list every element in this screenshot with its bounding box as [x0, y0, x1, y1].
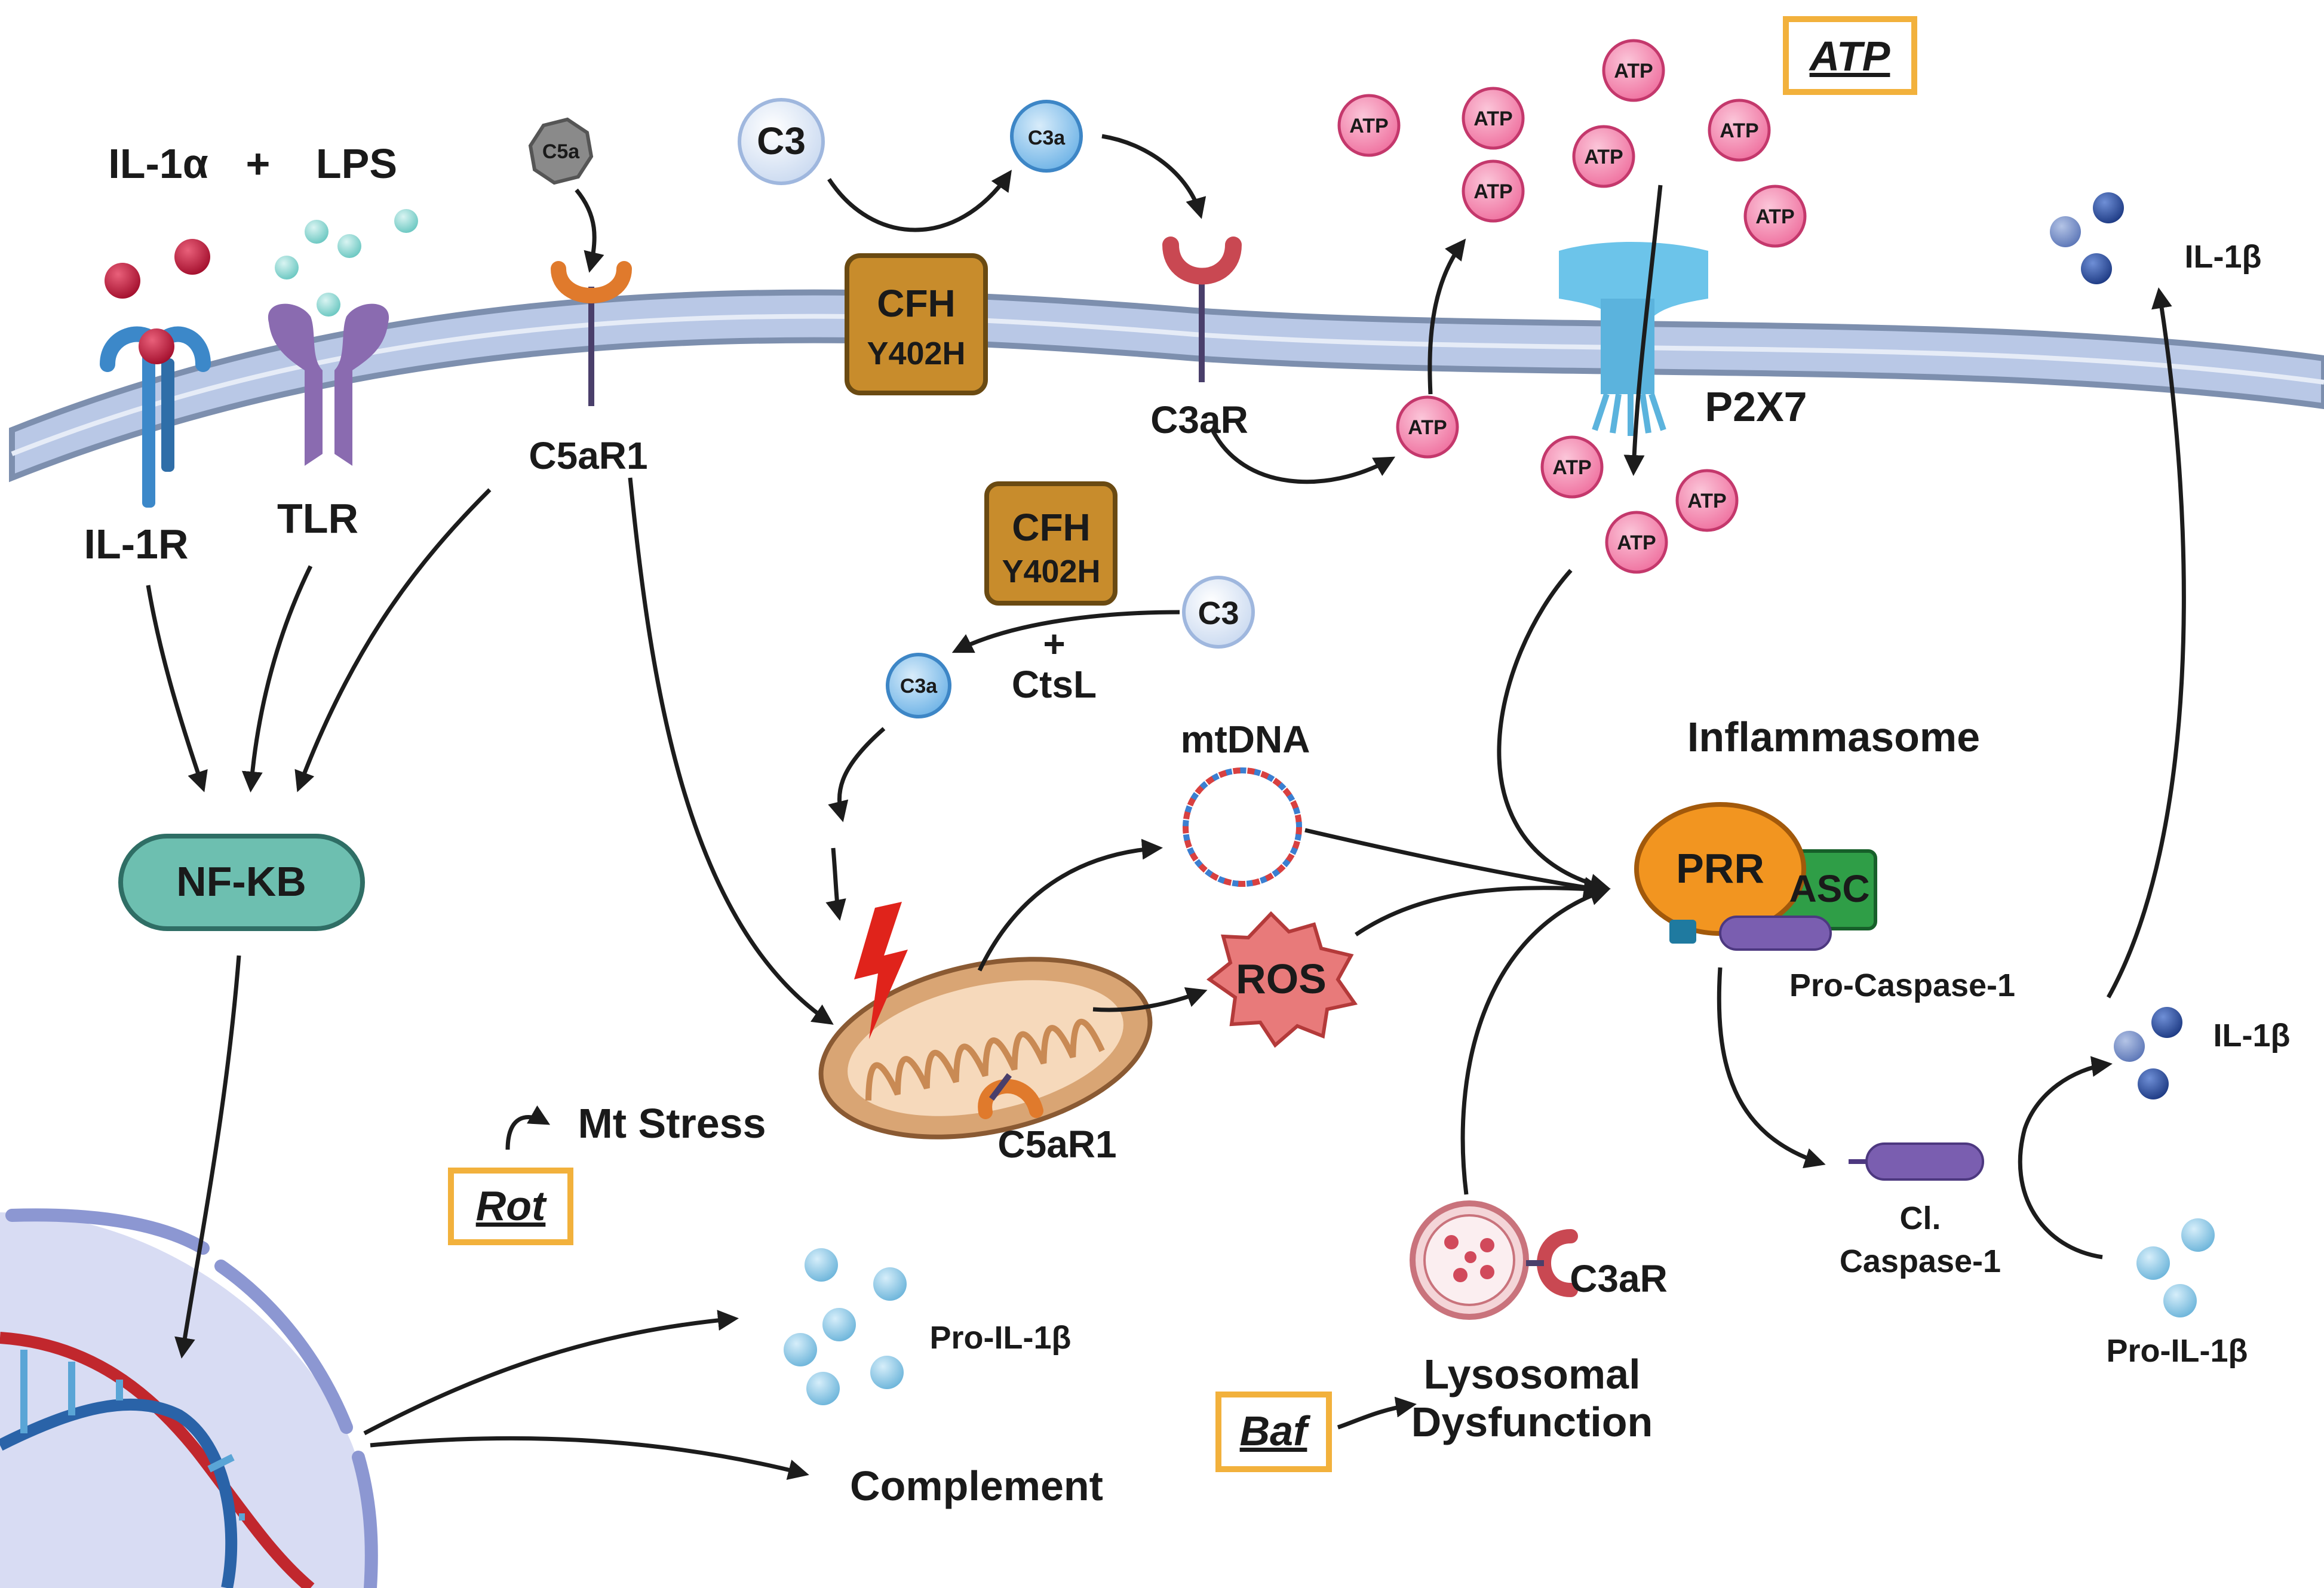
svg-text:ATP: ATP	[1349, 115, 1388, 137]
atp-molecule: ATP	[1462, 159, 1525, 223]
c5ar1-mito-label: C5aR1	[997, 1123, 1116, 1166]
c5ar1-receptor	[551, 261, 632, 406]
damage-lightning-icon	[854, 902, 908, 1039]
nfkb-node: NF-KB	[118, 834, 365, 931]
pro-il1b-right-cluster	[2136, 1218, 2215, 1317]
atp-molecule: ATP	[1540, 435, 1604, 499]
complement-label: Complement	[850, 1463, 1103, 1509]
atp-molecule: ATP	[1396, 395, 1459, 459]
cl-caspase-line1: Cl.	[1899, 1200, 1941, 1236]
il1b-mid-label: IL-1β	[2214, 1018, 2291, 1053]
atp-molecules: ATP ATP ATP ATP ATP ATP ATP ATP ATP ATP …	[1337, 39, 1807, 574]
lps-label: LPS	[316, 140, 397, 187]
il1r-receptor	[100, 326, 211, 508]
atp-molecule: ATP	[1602, 39, 1665, 102]
lysosome	[1410, 1200, 1529, 1320]
il1a-molecules	[105, 239, 210, 299]
ctsl-label: CtsL	[1012, 663, 1097, 706]
c3-mid: C3	[1182, 576, 1255, 649]
pro-il1b-left-cluster	[784, 1248, 907, 1405]
atp-molecule: ATP	[1675, 469, 1739, 532]
svg-text:ATP: ATP	[1617, 532, 1656, 554]
c5a-molecule: C5a	[528, 117, 594, 185]
il1a-label: IL-1α	[108, 140, 208, 187]
svg-text:ATP: ATP	[1408, 416, 1447, 439]
cl-caspase-line2: Caspase-1	[1840, 1243, 2001, 1279]
cfh-top-box: CFH Y402H	[845, 253, 988, 395]
lysosomal-line2: Dysfunction	[1411, 1399, 1653, 1445]
atp-molecule: ATP	[1462, 87, 1525, 150]
c3-top-label: C3	[757, 119, 806, 162]
c3ar-label: C3aR	[1150, 398, 1248, 441]
dna-helix	[0, 1332, 315, 1588]
atp-molecule: ATP	[1708, 99, 1771, 162]
il1r-label: IL-1R	[84, 521, 189, 567]
atp-molecule: ATP	[1743, 185, 1807, 248]
tlr-label: TLR	[277, 495, 358, 542]
il1b-top-label: IL-1β	[2185, 239, 2262, 275]
svg-text:ATP: ATP	[1584, 146, 1623, 168]
svg-text:ATP: ATP	[1755, 205, 1794, 228]
ros-label: ROS	[1236, 956, 1327, 1002]
pro-il1b-left-label: Pro-IL-1β	[930, 1320, 1072, 1356]
c5a-label: C5a	[542, 140, 580, 163]
tlr-receptor	[268, 293, 389, 466]
cfh-top-label: CFH	[877, 282, 956, 325]
mt-stress-label: Mt Stress	[578, 1100, 766, 1147]
p2x7-label: P2X7	[1705, 383, 1807, 430]
prr-label: PRR	[1676, 845, 1764, 892]
c3ar-receptor	[1162, 236, 1242, 382]
il1b-mid-cluster	[2114, 1007, 2182, 1099]
cfh-mid-box: CFH Y402H	[984, 481, 1118, 606]
baf-label: Baf	[1240, 1408, 1311, 1454]
rot-label: Rot	[476, 1182, 547, 1229]
c3a-mid-label: C3a	[900, 675, 938, 698]
mtdna-circle	[1183, 767, 1302, 887]
c3ar-lysosome-receptor	[1526, 1229, 1578, 1297]
rot-treatment-box: Rot	[448, 1168, 573, 1245]
ros-burst: ROS	[1206, 911, 1358, 1048]
pro-caspase-label: Pro-Caspase-1	[1789, 967, 2015, 1003]
cfh-mid-label: CFH	[1012, 506, 1091, 549]
plus-sign: +	[246, 140, 271, 187]
c3ar-lysosome-label: C3aR	[1570, 1257, 1668, 1300]
baf-treatment-box: Baf	[1215, 1392, 1332, 1472]
pro-il1b-right-label: Pro-IL-1β	[2107, 1333, 2248, 1369]
nfkb-label: NF-KB	[176, 858, 306, 905]
mitochondrion	[818, 957, 1153, 1139]
cleaved-caspase	[1849, 1142, 1984, 1181]
atp-molecule: ATP	[1337, 94, 1401, 157]
mtdna-label: mtDNA	[1181, 718, 1310, 761]
nucleus	[0, 1208, 378, 1588]
lps-molecules	[275, 209, 418, 279]
c3a-top: C3a	[1010, 100, 1083, 173]
svg-text:ATP: ATP	[1473, 107, 1512, 130]
c3-mid-label: C3	[1198, 595, 1239, 631]
svg-text:ATP: ATP	[1552, 456, 1591, 479]
c5ar1-label: C5aR1	[529, 434, 647, 477]
c3-top: C3	[738, 98, 825, 185]
asc-label: ASC	[1789, 867, 1869, 910]
arrows	[146, 134, 2186, 1481]
inflammasome-complex: PRR ASC	[1634, 802, 1877, 951]
atp-treatment-box: ATP	[1783, 16, 1917, 95]
c5ar1-mito-receptor	[978, 1073, 1043, 1119]
svg-text:ATP: ATP	[1720, 119, 1758, 142]
atp-molecule: ATP	[1572, 125, 1635, 188]
cfh-mid-variant: Y402H	[1002, 554, 1100, 589]
svg-text:ATP: ATP	[1473, 180, 1512, 203]
c3a-top-label: C3a	[1028, 127, 1066, 149]
atp-molecule: ATP	[1605, 511, 1668, 574]
cfh-top-variant: Y402H	[867, 336, 965, 371]
c3a-mid: C3a	[886, 653, 951, 718]
svg-text:ATP: ATP	[1687, 490, 1726, 512]
lysosomal-line1: Lysosomal	[1423, 1351, 1640, 1397]
svg-text:ATP: ATP	[1614, 60, 1653, 82]
il1b-top-cluster	[2050, 192, 2124, 284]
plus-ctsl-sign: +	[1043, 622, 1065, 665]
inflammasome-title: Inflammasome	[1687, 714, 1980, 760]
atp-boxed-label: ATP	[1809, 33, 1890, 79]
